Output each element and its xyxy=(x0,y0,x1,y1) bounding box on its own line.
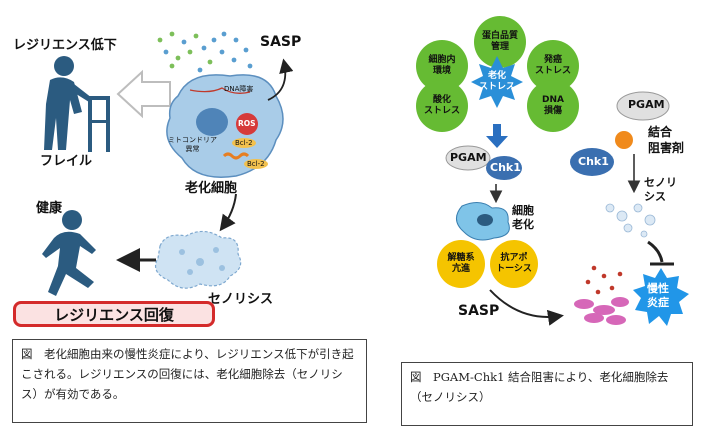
caption-fade-overlay xyxy=(505,395,675,421)
sasp-particles xyxy=(157,31,253,73)
elderly-walker-icon xyxy=(44,56,110,152)
senescent-cell-icon xyxy=(166,74,284,178)
anti-apoptosis-label: 抗アポ トーシス xyxy=(496,253,532,274)
pgam-right-label: PGAM xyxy=(628,98,665,111)
ros-label: ROS xyxy=(238,119,256,128)
bcl2-b-label: Bcl-2 xyxy=(247,160,265,168)
pgam-left-label: PGAM xyxy=(450,151,487,164)
sasp-label-left: SASP xyxy=(260,34,302,50)
chk1-right-label: Chk1 xyxy=(578,155,609,168)
immune-cells-icon xyxy=(574,297,629,325)
left-caption: 図 老化細胞由来の慢性炎症により、レジリエンス低下が引き起こされる。レジリエンス… xyxy=(12,339,367,423)
senolysis-cell-icon xyxy=(155,230,242,289)
inhibitor-ball-icon xyxy=(615,131,633,149)
bubble-cell-env: 細胞内 環境 xyxy=(428,55,456,76)
decline-arrow xyxy=(116,69,171,119)
senolysis-label-right: セノリ シス xyxy=(644,176,677,203)
resilience-decline-label: レジリエンス低下 xyxy=(13,38,117,53)
mito-label: ミトコンドリア 異常 xyxy=(168,136,217,153)
frailty-label: フレイル xyxy=(40,154,93,169)
inflammation-burst-icon xyxy=(633,268,689,326)
senescent-cell-label: 老化細胞 xyxy=(185,181,238,196)
bcl2-a-label: Bcl-2 xyxy=(235,139,253,147)
dna-damage-label: DNA障害 xyxy=(224,85,254,93)
cell-aging-label: 細胞 老化 xyxy=(512,204,534,231)
binding-inhibitor-label: 結合 阻害剤 xyxy=(648,125,685,155)
chk1-left-label: Chk1 xyxy=(490,161,521,174)
running-person-icon xyxy=(42,210,96,296)
bubble-dna: DNA 損傷 xyxy=(542,95,564,116)
bubble-proteostasis: 蛋白品質 管理 xyxy=(481,31,518,52)
fragment-particles xyxy=(605,203,656,238)
health-label: 健康 xyxy=(36,201,63,216)
bubble-oncogenic: 発癌 ストレス xyxy=(534,55,571,76)
bubble-oxidative: 酸化 ストレス xyxy=(423,95,460,116)
glycolysis-label: 解糖系 亢進 xyxy=(447,253,475,274)
sasp-label-right: SASP xyxy=(458,303,500,319)
chronic-inflammation-label: 慢性 炎症 xyxy=(647,282,669,309)
senolysis-label-left: セノリシス xyxy=(208,292,274,307)
inflammation-particles xyxy=(585,265,623,295)
bubble-aging-stress: 老化 ストレス xyxy=(478,71,515,92)
resilience-recovery-banner: レジリエンス回復 xyxy=(13,301,215,327)
stress-bubble-cluster xyxy=(416,16,579,132)
